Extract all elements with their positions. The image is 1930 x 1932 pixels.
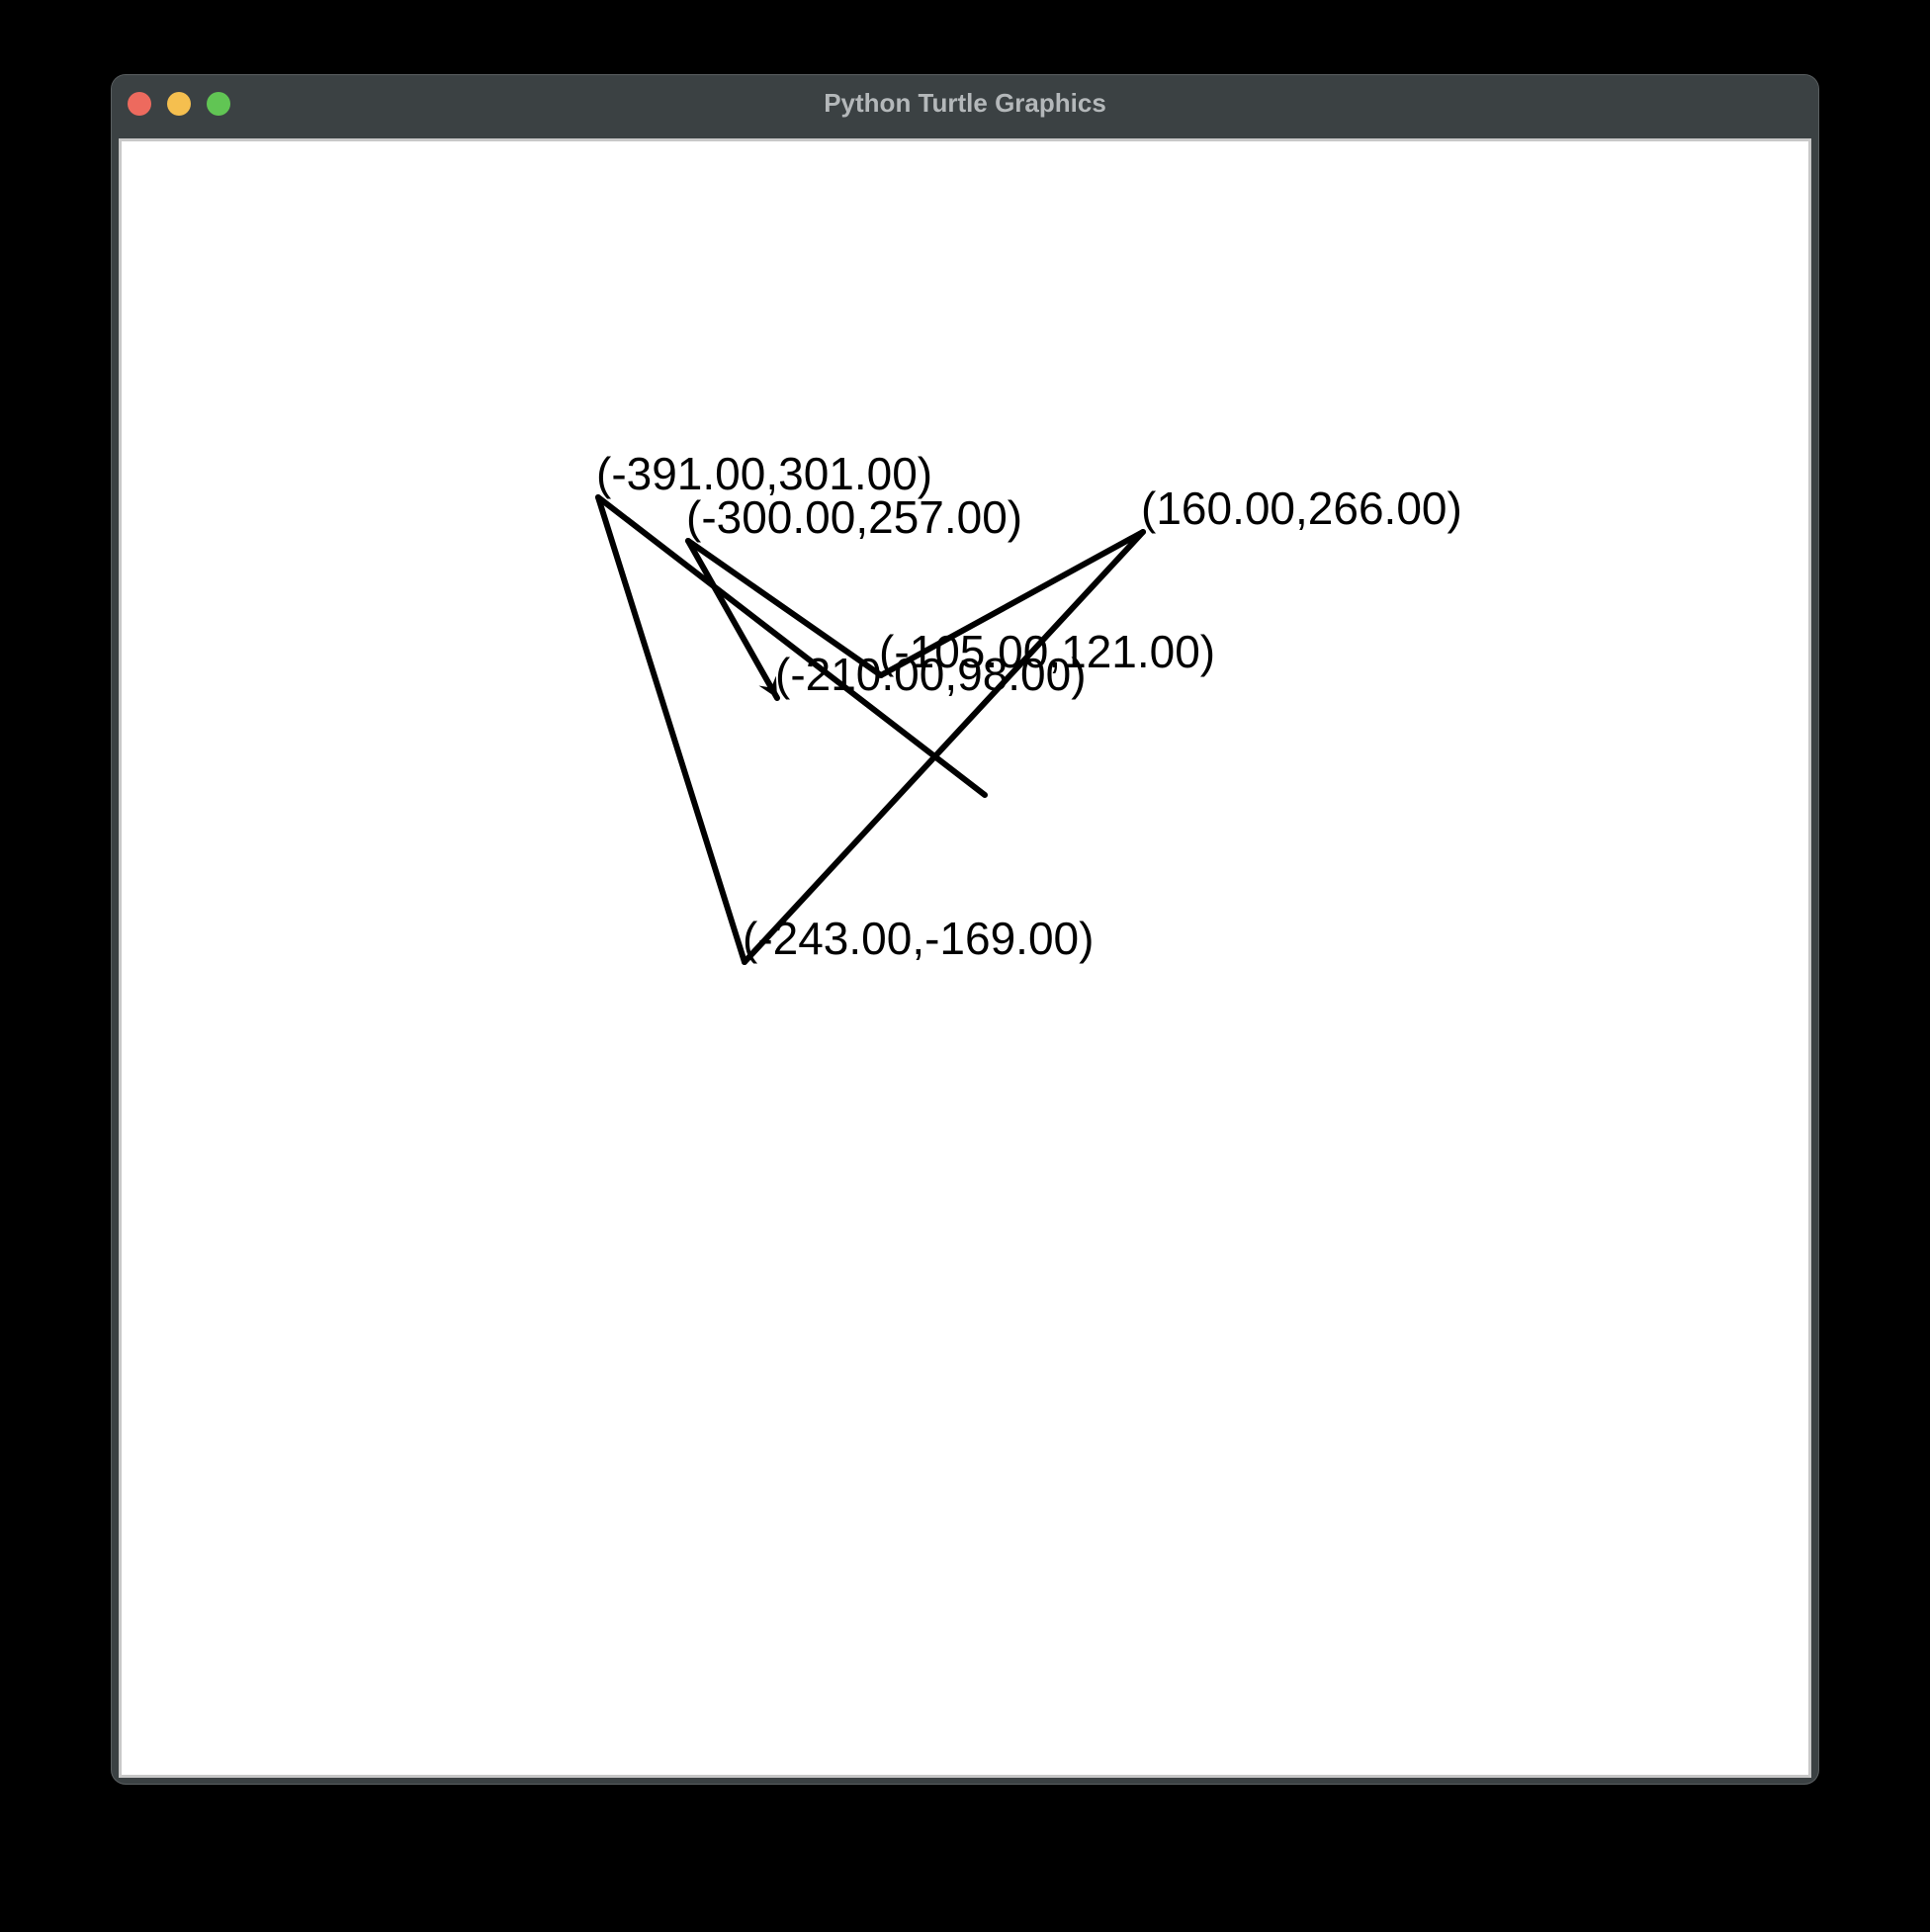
path-segment (742, 529, 1146, 965)
minimize-button[interactable] (167, 92, 191, 116)
close-button[interactable] (128, 92, 151, 116)
path-segment (878, 529, 1146, 678)
window-title: Python Turtle Graphics (824, 88, 1106, 118)
path-segment (685, 538, 884, 678)
coordinate-label: (-105.00,121.00) (879, 626, 1215, 677)
path-segment (595, 494, 988, 798)
turtle-window: Python Turtle Graphics (-391.00,301.00)(… (112, 75, 1818, 1784)
title-bar[interactable]: Python Turtle Graphics (112, 75, 1818, 131)
turtle-canvas[interactable]: (-391.00,301.00)(-300.00,257.00) (160.00,… (122, 141, 1808, 1775)
coordinate-label: (-300.00,257.00) (686, 491, 1022, 543)
coordinate-label: (-210.00,98.00) (775, 649, 1087, 700)
turtle-cursor-icon (758, 675, 777, 698)
coordinate-label: (-243.00,-169.00) (743, 913, 1094, 964)
drawing-surface: (-391.00,301.00)(-300.00,257.00) (160.00,… (595, 448, 1462, 965)
coordinate-label: (-391.00,301.00) (596, 448, 932, 499)
path-segment (685, 538, 780, 701)
coordinate-label: (160.00,266.00) (1141, 483, 1462, 534)
path-segment (595, 494, 747, 965)
maximize-button[interactable] (207, 92, 230, 116)
